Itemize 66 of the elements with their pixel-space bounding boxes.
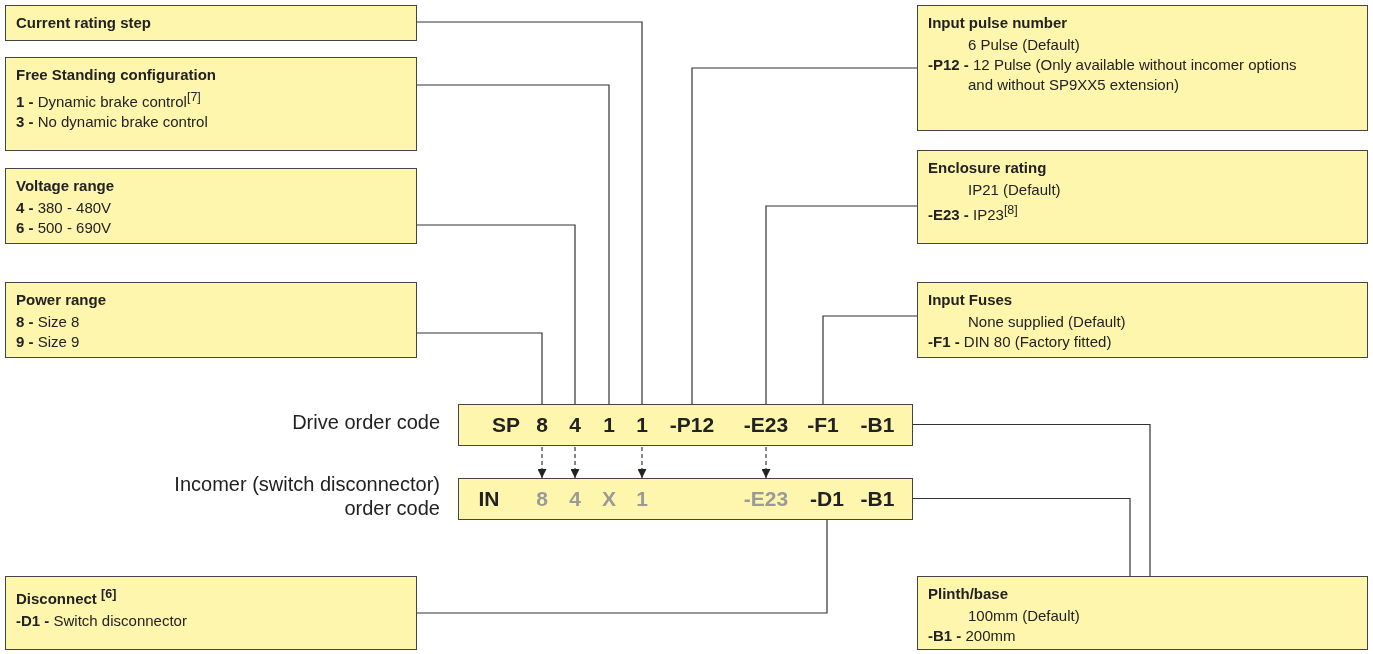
option-text: 8 - Size 8	[16, 312, 81, 332]
option-box	[917, 150, 1368, 244]
code-part: -P12	[664, 405, 720, 444]
option-box	[5, 168, 417, 244]
option-box	[5, 576, 417, 650]
code-part: 8	[531, 479, 553, 518]
box-heading: Current rating step	[16, 13, 152, 33]
option-box	[5, 57, 417, 151]
option-text: 3 - No dynamic brake control	[16, 112, 209, 132]
connector-line	[912, 423, 1151, 577]
option-box	[917, 5, 1368, 131]
option-text: 4 - 380 - 480V	[16, 198, 113, 218]
option-text: 1 - Dynamic brake control$^{[7]}$	[16, 89, 202, 112]
option-text: -E23 - IP23$^{[8]}$	[928, 202, 1019, 225]
option-box	[917, 576, 1368, 650]
connector-line	[416, 332, 543, 406]
box-heading: Input Fuses	[928, 290, 1014, 310]
code-part: SP	[486, 405, 526, 444]
connector-line	[416, 21, 643, 406]
code-part: 1	[598, 405, 620, 444]
code-part: 4	[564, 405, 586, 444]
connector-line	[416, 224, 576, 406]
box-heading: Disconnect $^{[6]}$	[16, 586, 118, 609]
option-text: IP21 (Default)	[967, 180, 1062, 200]
option-text: 6 - 500 - 690V	[16, 218, 113, 238]
box-heading: Power range	[16, 290, 108, 310]
code-part: -F1	[803, 405, 843, 444]
option-text: None supplied (Default)	[967, 312, 1127, 332]
option-box	[917, 282, 1368, 358]
connector-line	[765, 205, 918, 406]
row-label: Drive order code	[291, 410, 440, 434]
code-part: -B1	[843, 405, 912, 444]
connector-line	[822, 315, 918, 406]
option-text: 100mm (Default)	[967, 606, 1081, 626]
box-heading: Plinth/base	[928, 584, 1010, 604]
code-part: IN	[471, 479, 507, 518]
box-heading: Input pulse number	[928, 13, 1069, 33]
code-part: 1	[631, 479, 653, 518]
option-text: 6 Pulse (Default)	[967, 35, 1081, 55]
box-heading: Voltage range	[16, 176, 116, 196]
code-part: X	[598, 479, 620, 518]
option-box	[5, 282, 417, 358]
arrow	[761, 446, 771, 479]
code-part: -E23	[741, 405, 791, 444]
code-part: 4	[564, 479, 586, 518]
code-bar	[458, 478, 913, 520]
connector-line	[691, 67, 918, 406]
code-bar	[458, 404, 913, 446]
connector-line	[416, 84, 610, 406]
option-text: -D1 - Switch disconnector	[16, 611, 188, 631]
option-text: 9 - Size 9	[16, 332, 81, 352]
code-part: 8	[531, 405, 553, 444]
box-heading: Free Standing configuration	[16, 65, 217, 85]
option-text: -B1 - 200mm	[928, 626, 1017, 646]
row-label: Incomer (switch disconnector) order code	[173, 472, 440, 520]
option-text: -P12 - 12 Pulse (Only available without incomer options and without SP9XX5 extension)	[928, 55, 1298, 95]
option-text: -F1 - DIN 80 (Factory fitted)	[928, 332, 1113, 352]
connector-line	[912, 497, 1131, 577]
code-part: 1	[631, 405, 653, 444]
arrow	[570, 446, 580, 479]
code-part: -E23	[741, 479, 791, 518]
option-box	[5, 5, 417, 41]
connector-line	[416, 517, 828, 614]
box-heading: Enclosure rating	[928, 158, 1048, 178]
arrow	[637, 446, 647, 479]
arrow	[537, 446, 547, 479]
